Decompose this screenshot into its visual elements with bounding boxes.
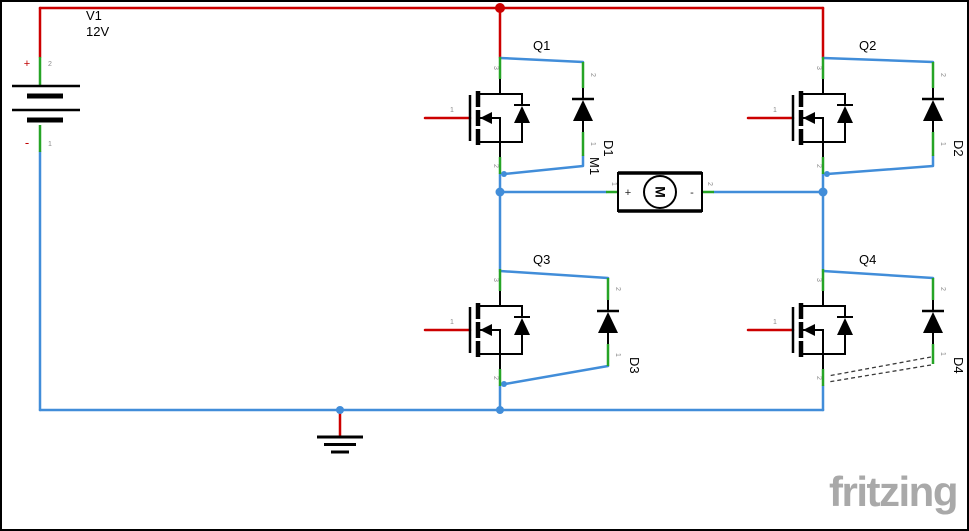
diode-d2[interactable]: 2 1 xyxy=(920,62,946,156)
d3-pin-anode: 1 xyxy=(614,353,621,357)
mosfet-q4[interactable]: 1 3 2 xyxy=(773,269,853,386)
label-d1[interactable]: D1 xyxy=(601,140,616,157)
d3-pin-cathode: 2 xyxy=(614,287,621,291)
q3-pin-gate: 1 xyxy=(450,319,454,326)
wire-q1-drain-to-d1[interactable] xyxy=(498,56,585,64)
fritzing-watermark: fritzing xyxy=(829,468,957,515)
q4-pin-source: 2 xyxy=(815,376,822,380)
q1-pin-drain: 3 xyxy=(492,66,499,70)
mosfet-q1[interactable]: 1 3 2 xyxy=(450,57,530,174)
junction-dot-d1 xyxy=(501,171,507,177)
wire-d3-to-q3-source[interactable] xyxy=(503,364,610,386)
wire-d2-to-q2-source[interactable] xyxy=(825,154,935,176)
label-d3[interactable]: D3 xyxy=(627,357,642,374)
label-d2[interactable]: D2 xyxy=(951,140,966,157)
d4-pin-cathode: 2 xyxy=(939,287,946,291)
d4-pin-anode: 1 xyxy=(939,352,946,356)
q2-pin-drain: 3 xyxy=(815,66,822,70)
junction-dot-vcc xyxy=(495,3,505,13)
motor-letter: M xyxy=(653,186,669,198)
wire-d4-to-q4-source-selected-outline[interactable] xyxy=(827,364,932,383)
ground-symbol[interactable] xyxy=(317,435,363,454)
wire-q4-drain-to-d4[interactable] xyxy=(821,269,935,280)
battery-pin-negative: 1 xyxy=(48,141,52,148)
junction-dot-motor-right xyxy=(818,187,828,197)
label-q4[interactable]: Q4 xyxy=(859,252,876,267)
d2-pin-anode: 1 xyxy=(939,142,946,146)
battery-v1[interactable]: + 2 - 1 xyxy=(12,57,80,152)
motor-plus-sign: + xyxy=(625,187,631,199)
d1-pin-cathode: 2 xyxy=(589,73,596,77)
q1-pin-gate: 1 xyxy=(450,107,454,114)
junction-dot-gnd-mid xyxy=(496,406,504,414)
q2-pin-gate: 1 xyxy=(773,107,777,114)
label-m1[interactable]: M1 xyxy=(587,157,602,175)
label-v1[interactable]: V1 xyxy=(86,8,102,23)
q2-pin-source: 2 xyxy=(815,164,822,168)
junction-dot-d3 xyxy=(501,381,507,387)
battery-pin-positive: 2 xyxy=(48,61,52,68)
label-q2[interactable]: Q2 xyxy=(859,38,876,53)
motor-circle xyxy=(643,175,677,209)
d2-pin-cathode: 2 xyxy=(939,73,946,77)
motor-minus-sign: - xyxy=(690,187,694,199)
motor-pin-1: 1 xyxy=(610,182,617,186)
d1-pin-anode: 1 xyxy=(589,142,596,146)
battery-plus-sign: + xyxy=(24,58,30,70)
label-v1-value[interactable]: 12V xyxy=(86,24,109,39)
q3-pin-source: 2 xyxy=(492,376,499,380)
wire-q3-drain-to-d3[interactable] xyxy=(498,269,610,280)
wire-d1-to-q1-source[interactable] xyxy=(502,154,585,176)
wire-d4-to-q4-source-selected[interactable] xyxy=(827,356,932,377)
q1-pin-source: 2 xyxy=(492,164,499,168)
battery-minus-sign: - xyxy=(25,135,29,150)
junction-dot-d2 xyxy=(824,171,830,177)
mosfet-q3[interactable]: 1 3 2 xyxy=(450,269,530,386)
label-q1[interactable]: Q1 xyxy=(533,38,550,53)
junction-dot-motor-left xyxy=(495,187,505,197)
q3-pin-drain: 3 xyxy=(492,278,499,282)
junction-dot-gnd-tap xyxy=(336,406,344,414)
label-d4[interactable]: D4 xyxy=(951,357,966,374)
q4-pin-gate: 1 xyxy=(773,319,777,326)
junction-dots xyxy=(336,3,830,414)
motor-m1[interactable]: M + - 1 2 xyxy=(606,171,714,213)
diode-d4[interactable]: 2 1 xyxy=(920,278,946,364)
mosfet-q2[interactable]: 1 3 2 xyxy=(773,57,853,174)
q4-pin-drain: 3 xyxy=(815,278,822,282)
label-q3[interactable]: Q3 xyxy=(533,252,550,267)
diode-d1[interactable]: 2 1 xyxy=(570,62,596,156)
motor-pin-2: 2 xyxy=(706,182,713,186)
wire-q2-drain-to-d2[interactable] xyxy=(821,56,935,64)
diode-d3[interactable]: 2 1 xyxy=(595,278,621,366)
